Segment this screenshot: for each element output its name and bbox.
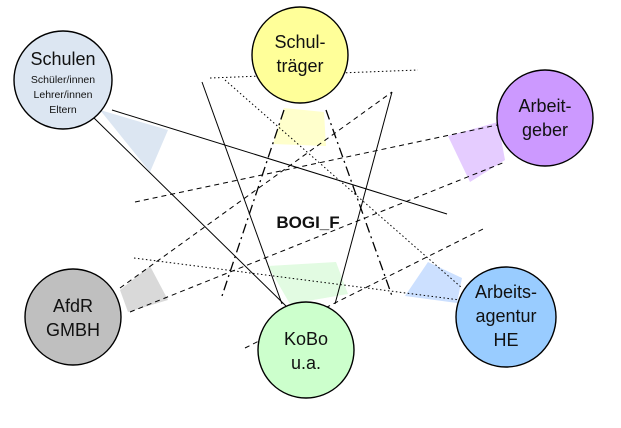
line-kobo-left-up (201, 81, 283, 305)
node-schulen-sub-1: Schüler/innen (31, 74, 95, 86)
node-arbeitgeber: Arbeit- geber (496, 69, 594, 167)
line-dashed-arbeitgeber-left (134, 124, 498, 203)
node-schultraeger-line-2: träger (276, 56, 323, 76)
wedge-schultraeger (273, 108, 326, 146)
node-schultraeger-line-1: Schul- (274, 32, 325, 52)
node-kobo-line-1: KoBo (284, 329, 328, 349)
line-dashdot-schultraeger-left (221, 109, 285, 297)
node-arbeitsagentur-line-2: agentur (475, 306, 536, 326)
node-afdr: AfdR GMBH (24, 268, 122, 366)
node-arbeitsagentur-line-1: Arbeits- (475, 282, 537, 302)
line-schulen-to-kobo (93, 117, 288, 308)
node-kobo: KoBo u.a. (257, 301, 355, 399)
line-dashdot-schultraeger-right (325, 109, 393, 297)
wedge-arbeitsagentur (405, 262, 462, 303)
node-schulen-sub-3: Eltern (49, 104, 77, 116)
node-arbeitsagentur: Arbeits- agentur HE (455, 266, 557, 368)
node-kobo-line-2: u.a. (291, 353, 321, 373)
node-schultraeger: Schul- träger (251, 6, 349, 104)
node-schulen-title: Schulen (30, 49, 95, 69)
line-kobo-right-up (334, 91, 393, 305)
wedge-kobo (268, 262, 348, 304)
node-schulen-sub-2: Lehrer/innen (34, 89, 93, 101)
line-schulen-to-right (111, 109, 448, 215)
accent-wedges (100, 108, 505, 312)
node-arbeitgeber-line-1: Arbeit- (518, 96, 571, 116)
line-dashed-arbeitgeber-afdr (129, 161, 506, 313)
wedge-schulen (100, 110, 168, 172)
line-dotted-afdr-agentur (133, 257, 461, 301)
line-dotted-schultraeger-agentur (224, 79, 463, 289)
wedge-afdr (120, 266, 168, 312)
node-afdr-line-2: GMBH (46, 320, 100, 340)
node-schulen: Schulen Schüler/innen Lehrer/innen Elter… (13, 30, 113, 130)
line-dashed-afdr-up (119, 91, 393, 289)
wedge-arbeitgeber (448, 122, 505, 182)
connector-lines (93, 69, 506, 349)
node-afdr-line-1: AfdR (53, 296, 93, 316)
node-arbeitgeber-line-2: geber (522, 120, 568, 140)
node-arbeitsagentur-line-3: HE (493, 330, 518, 350)
center-label: BOGI_F (276, 213, 339, 232)
